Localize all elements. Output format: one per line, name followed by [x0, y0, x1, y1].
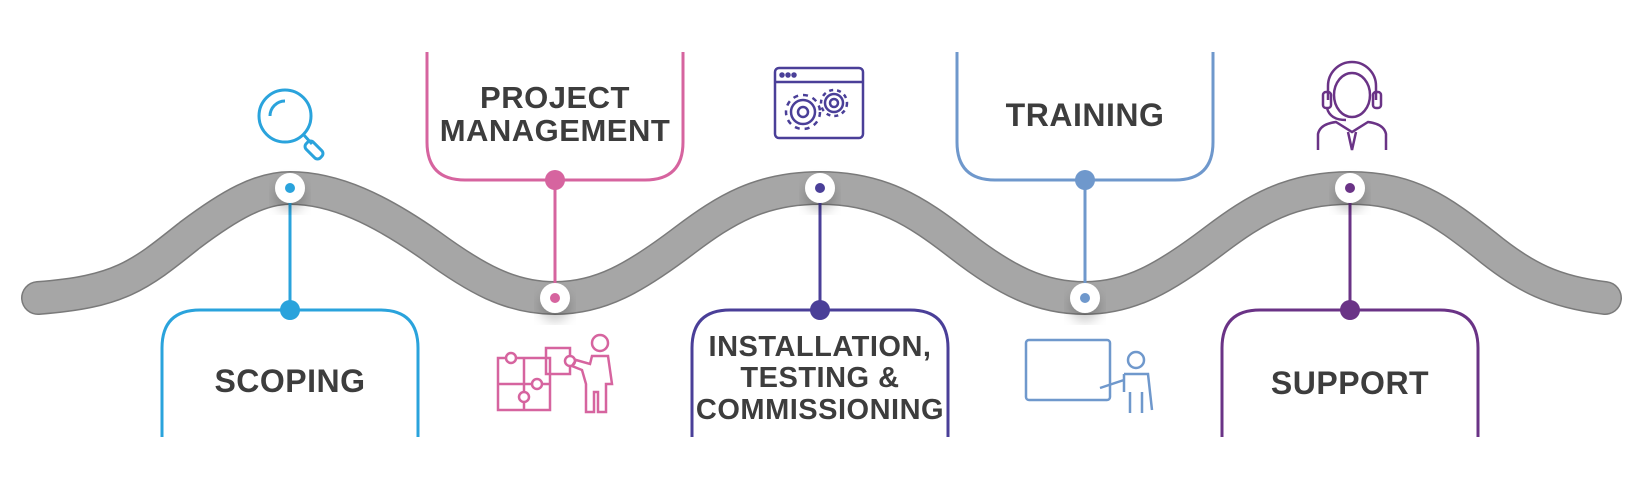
stage-label-support: SUPPORT — [1232, 352, 1468, 414]
stage-project-management — [425, 52, 685, 414]
stage-label-installation: INSTALLATION, TESTING & COMMISSIONING — [695, 325, 945, 433]
stage-label-project-management: PROJECT MANAGEMENT — [437, 76, 673, 152]
scoping-dot — [280, 300, 300, 320]
stage-label-training: TRAINING — [967, 90, 1203, 140]
installation-dot — [810, 300, 830, 320]
stage-scoping — [160, 88, 420, 437]
stage-installation — [690, 66, 950, 437]
scoping-label: SCOPING — [214, 362, 366, 399]
stage-support — [1220, 60, 1480, 437]
project-management-label: PROJECT MANAGEMENT — [439, 79, 671, 148]
stage-training — [955, 52, 1215, 413]
puzzle-team-icon — [496, 333, 614, 414]
project-management-dot — [545, 170, 565, 190]
training-label: TRAINING — [1005, 96, 1165, 133]
stage-label-scoping: SCOPING — [172, 350, 408, 412]
presentation-board-icon — [1024, 338, 1154, 413]
support-dot — [1340, 300, 1360, 320]
support-label: SUPPORT — [1270, 364, 1430, 401]
installation-label: INSTALLATION, TESTING & COMMISSIONING — [695, 331, 945, 426]
browser-gears-icon — [773, 66, 865, 140]
headset-agent-icon — [1316, 60, 1388, 151]
training-dot — [1075, 170, 1095, 190]
magnifier-icon — [257, 88, 325, 161]
